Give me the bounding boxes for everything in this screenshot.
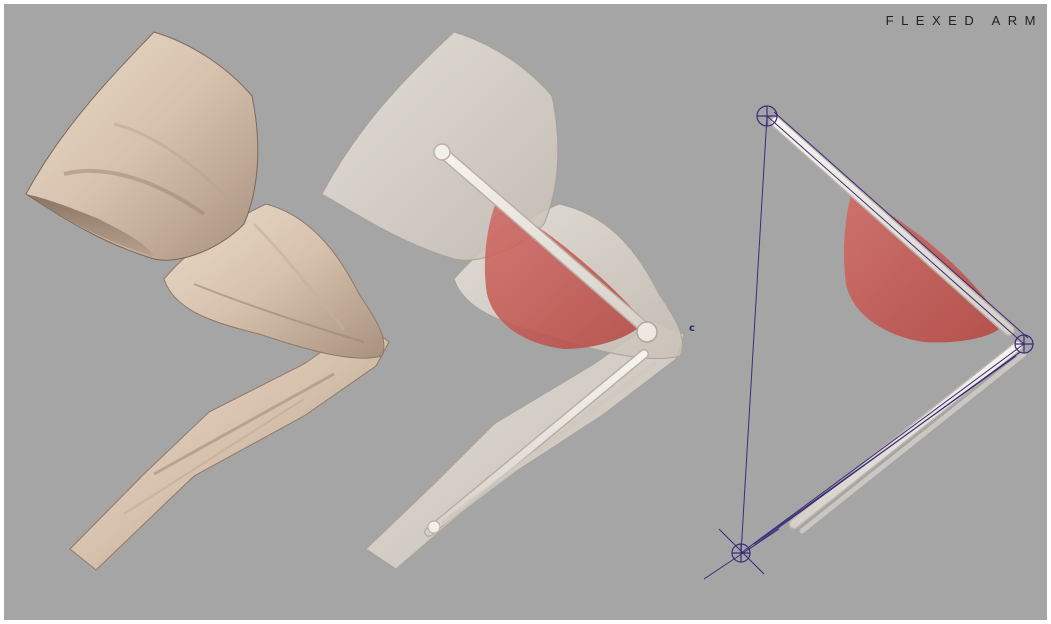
- rig-arm: [704, 106, 1033, 579]
- skin-arm: [26, 32, 389, 570]
- joint-label: c: [689, 323, 695, 334]
- arm-render-scene: [4, 4, 1047, 620]
- view-title: FLEXED ARM: [886, 13, 1043, 28]
- render-viewport: FLEXED ARM c: [4, 4, 1047, 620]
- xray-arm: [322, 32, 684, 569]
